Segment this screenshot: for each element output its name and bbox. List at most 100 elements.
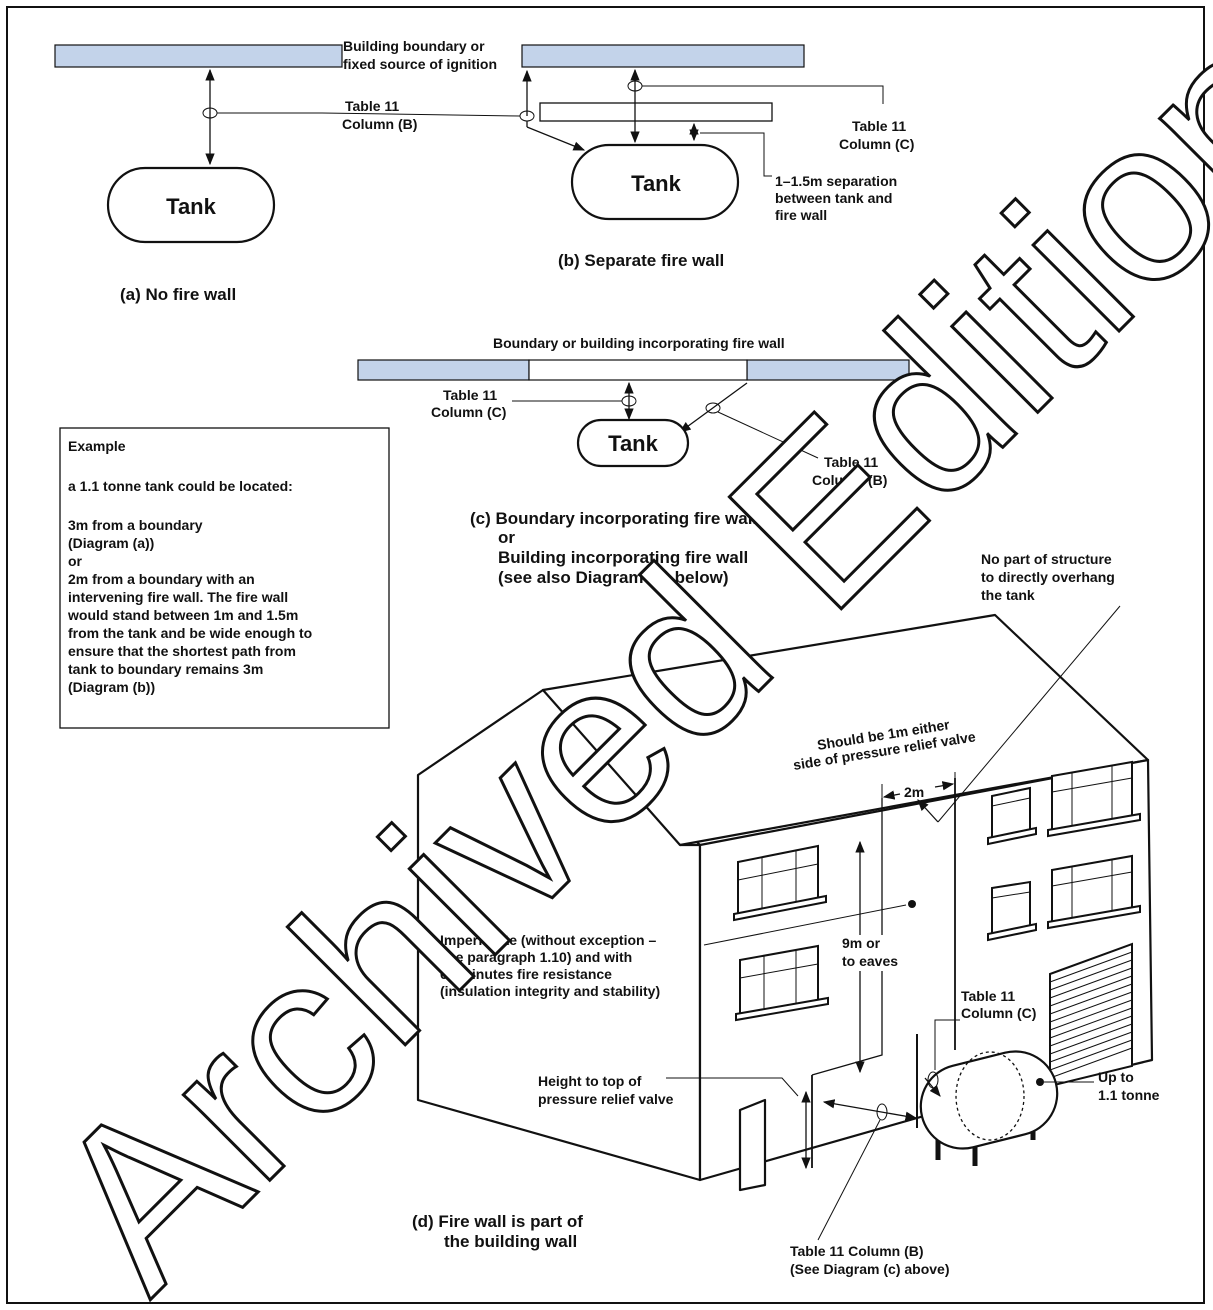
leader-imperforate	[703, 904, 907, 946]
side-doorway	[738, 1098, 767, 1192]
caption-b: (b) Separate fire wall	[558, 251, 724, 270]
overhang-line3: the tank	[981, 587, 1035, 603]
separation-line1: 1–1.5m separation	[775, 173, 897, 189]
table11-c-line1: Table 11	[852, 118, 906, 134]
example-line3: (Diagram (a))	[68, 535, 154, 551]
height-line2: to eaves	[842, 953, 898, 969]
leader-valve-height	[666, 1077, 799, 1097]
boundary-wall-b	[521, 44, 805, 68]
diagram-c: Boundary or building incorporating fire …	[357, 335, 910, 587]
diagram-a: Building boundary or fixed source of ign…	[54, 38, 497, 304]
tank-b-label: Tank	[631, 171, 681, 196]
diagram-d: No part of structure to directly overhan…	[412, 551, 1160, 1277]
example-line10: tank to boundary remains 3m	[68, 661, 263, 677]
imperforate-line2: see paragraph 1.10) and with	[440, 949, 632, 965]
caption-d-line1: (d) Fire wall is part of	[412, 1212, 583, 1231]
tonnage-dot	[1036, 1078, 1044, 1086]
example-line2: 3m from a boundary	[68, 517, 203, 533]
table11-d-b-line1: Table 11 Column (B)	[790, 1243, 924, 1259]
separate-fire-wall	[539, 102, 773, 122]
example-line9: ensure that the shortest path from	[68, 643, 296, 659]
window-3	[987, 786, 1037, 846]
separation-line3: fire wall	[775, 207, 827, 223]
arrow-table11-c	[924, 1077, 941, 1097]
leader-overhang	[937, 605, 1121, 823]
imperforate-line3: 60 minutes fire resistance	[440, 966, 612, 982]
leader-table11-b	[817, 1119, 881, 1241]
tank-c-label: Tank	[608, 431, 658, 456]
example-border	[59, 427, 390, 729]
distance-arrow-d	[822, 1099, 918, 1121]
boundary-label-line2: fixed source of ignition	[343, 56, 497, 72]
overhang-arrow	[917, 799, 939, 823]
window-4	[1047, 760, 1141, 838]
table11-d-c-line2: Column (C)	[961, 1005, 1036, 1021]
boundary-label-line1: Building boundary or	[343, 38, 485, 54]
caption-d-line2: the building wall	[444, 1232, 577, 1251]
garage-door	[1049, 942, 1133, 1088]
tank-a	[106, 166, 276, 244]
imperforate-line1: Imperforate (without exception –	[440, 932, 656, 948]
example-title: Example	[68, 438, 126, 454]
table11-c-right-line1: Table 11	[824, 454, 878, 470]
window-2	[735, 944, 829, 1022]
example-line11: (Diagram (b))	[68, 679, 155, 695]
leader-line-b	[321, 112, 521, 117]
fire-wall-c	[528, 359, 748, 381]
tank-a-label: Tank	[166, 194, 216, 219]
diagram-c-top-label: Boundary or building incorporating fire …	[493, 335, 785, 351]
overhang-line2: to directly overhang	[981, 569, 1115, 585]
caption-c-line4: (see also Diagram (d) below)	[498, 568, 729, 587]
window-6	[1047, 854, 1141, 930]
fire-wall-section-edge	[811, 798, 883, 1076]
leader-line-col-c	[642, 85, 884, 104]
tonnage-line2: 1.1 tonne	[1098, 1087, 1160, 1103]
table11-d-c-line1: Table 11	[961, 988, 1015, 1004]
table11-c-line2: Column (C)	[839, 136, 914, 152]
separation-line2: between tank and	[775, 190, 892, 206]
table11-c-left-line1: Table 11	[443, 387, 497, 403]
width-2m: 2m	[904, 784, 924, 800]
path-b-diagonal	[526, 126, 586, 151]
arrow-2m-right	[934, 781, 955, 791]
imperforate-line4: (insulation integrity and stability)	[440, 983, 660, 999]
table11-label-line1: Table 11	[345, 98, 399, 114]
example-line6: intervening fire wall. The fire wall	[68, 589, 288, 605]
table11-c-left-line2: Column (C)	[431, 404, 506, 420]
caption-c-line1: (c) Boundary incorporating fire wall	[470, 509, 757, 528]
tonnage-line1: Up to	[1098, 1069, 1134, 1085]
example-line7: would stand between 1m and 1.5m	[67, 607, 298, 623]
overhang-line1: No part of structure	[981, 551, 1112, 567]
arrow-2m-left	[882, 790, 901, 800]
example-line5: 2m from a boundary with an	[68, 571, 255, 587]
leader-line-c-right	[717, 411, 819, 459]
valve-line1: Height to top of	[538, 1073, 642, 1089]
dimension-marker-c2	[705, 402, 721, 414]
window-5	[987, 880, 1037, 942]
height-label-bg	[842, 935, 884, 971]
boundary-wall-a	[54, 44, 343, 68]
table11-d-b-line2: (See Diagram (c) above)	[790, 1261, 950, 1277]
table11-label-line2: Column (B)	[342, 116, 417, 132]
caption-c-line2: or	[498, 528, 515, 547]
boundary-wall-c-left	[357, 359, 530, 381]
example-line8: from the tank and be wide enough to	[68, 625, 312, 641]
caption-c-line3: Building incorporating fire wall	[498, 548, 748, 567]
figure-frame	[6, 6, 1205, 1304]
tank-b	[570, 143, 740, 221]
example-line1: a 1.1 tonne tank could be located:	[68, 478, 293, 494]
example-line4: or	[68, 553, 83, 569]
leader-line-separation	[700, 132, 772, 177]
imperforate-dot	[908, 900, 916, 908]
lpg-tank-d	[919, 1050, 1059, 1166]
table11-c-right-line2: Column (B)	[812, 472, 887, 488]
caption-a: (a) No fire wall	[120, 285, 236, 304]
window-1	[733, 844, 827, 922]
dimension-marker-d2	[876, 1103, 888, 1121]
valve-line2: pressure relief valve	[538, 1091, 674, 1107]
tank-c	[576, 418, 690, 468]
height-line1: 9m or	[842, 935, 881, 951]
diagram-b: Table 11 Column (C) Tank 1–1.5m separati…	[321, 44, 914, 270]
leader-table11-c	[934, 1019, 960, 1070]
